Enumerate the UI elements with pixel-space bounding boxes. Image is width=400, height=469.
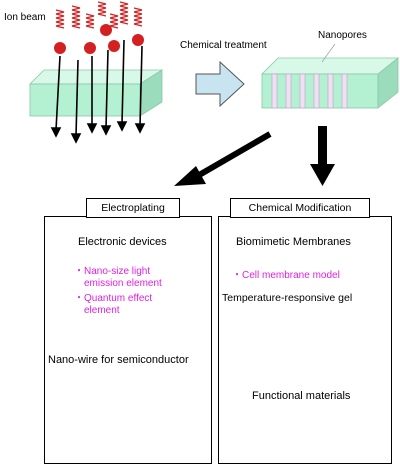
branch-arrow-down-icon [310,126,335,186]
chemical-modification-panel [218,216,392,464]
temperature-gel-label: Temperature-responsive gel [222,292,353,304]
bullet-nano-light-2: emission element [84,278,162,289]
treatment-arrow-icon [195,60,245,108]
cell-membrane-label: ・Cell membrane model [232,270,340,281]
nanowire-label: Nano-wire for semiconductor [48,354,189,366]
electroplating-panel [44,216,212,464]
ion-beam-tails [55,1,143,29]
functional-materials-label: Functional materials [252,390,351,402]
bullet-quantum-1: ・Quantum effect [74,293,153,304]
target-slab [29,69,164,117]
nanopores-label: Nanopores [318,30,367,41]
nanopores-pointer [321,43,336,63]
chemical-treatment-label: Chemical treatment [180,40,267,51]
chemical-modification-header: Chemical Modification [230,198,370,218]
ion-beam-particles [54,24,144,54]
bullet-quantum-2: element [84,305,120,316]
biomimetic-label: Biomimetic Membranes [236,236,351,248]
branch-arrow-left-icon [174,131,272,186]
electroplating-header: Electroplating [86,198,180,218]
porous-slab [261,57,400,109]
bullet-nano-light-1: ・Nano-size light [74,266,151,277]
ion-tracks [50,39,146,144]
electronic-devices-label: Electronic devices [78,236,167,248]
ion-beam-label: Ion beam [4,12,46,23]
